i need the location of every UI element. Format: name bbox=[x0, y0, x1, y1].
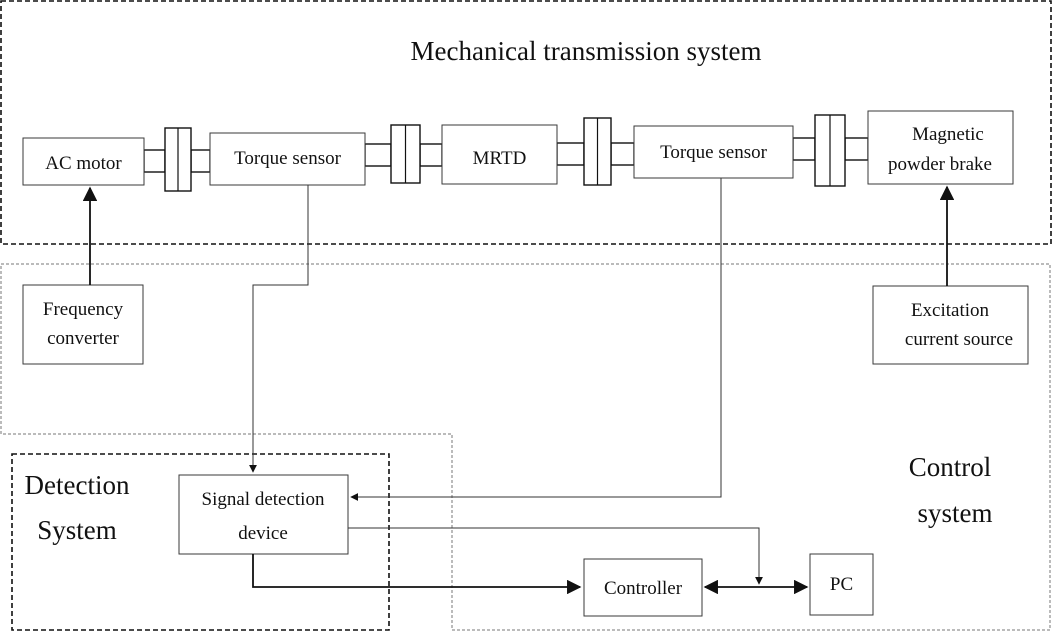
mrtd-box bbox=[441, 124, 558, 185]
brake-label-line1: Magnetic bbox=[912, 124, 984, 145]
detection-system-region bbox=[11, 453, 390, 631]
coupling-2 bbox=[390, 124, 421, 184]
ac-motor-label: AC motor bbox=[45, 153, 122, 174]
coupling-1 bbox=[164, 127, 192, 192]
pc-box bbox=[809, 553, 874, 616]
excitation-current-source-box bbox=[872, 285, 1029, 365]
frequency-converter-box bbox=[22, 284, 144, 365]
control-system-region bbox=[0, 263, 1051, 631]
mrtd-label: MRTD bbox=[473, 148, 527, 169]
control-system-title-line1: Control bbox=[909, 452, 992, 482]
mechanical-system-region bbox=[0, 0, 1052, 245]
brake-label-line2: powder brake bbox=[888, 154, 992, 175]
ac-motor-box bbox=[22, 137, 145, 186]
detection-system-title-line1: Detection bbox=[25, 470, 130, 500]
pc-label: PC bbox=[830, 574, 853, 595]
signal-detection-line2: device bbox=[238, 523, 288, 544]
controller-box bbox=[583, 558, 703, 617]
signal-detection-device-box bbox=[178, 474, 349, 555]
excitation-line2: current source bbox=[905, 329, 1013, 350]
detection-system-title-line2: System bbox=[37, 515, 117, 545]
torque-sensor-2-box bbox=[633, 125, 794, 179]
wire-torque1-to-detection bbox=[249, 185, 309, 473]
wire-detection-to-bus bbox=[348, 527, 763, 585]
torque-sensor-2-label: Torque sensor bbox=[660, 142, 768, 163]
coupling-4 bbox=[814, 114, 846, 187]
wire-torque2-to-detection bbox=[350, 178, 722, 501]
excitation-line1: Excitation bbox=[911, 300, 990, 321]
frequency-converter-line2: converter bbox=[47, 328, 119, 349]
frequency-converter-line1: Frequency bbox=[43, 299, 124, 320]
torque-sensor-1-box bbox=[209, 132, 366, 186]
coupling-3 bbox=[583, 117, 612, 186]
control-system-title-line2: system bbox=[917, 498, 992, 528]
mechanical-system-title: Mechanical transmission system bbox=[411, 36, 762, 66]
torque-sensor-1-label: Torque sensor bbox=[234, 148, 342, 169]
magnetic-powder-brake-box bbox=[867, 110, 1014, 185]
signal-detection-line1: Signal detection bbox=[202, 489, 325, 510]
controller-label: Controller bbox=[604, 578, 683, 599]
arrow-detection-to-controller bbox=[252, 554, 582, 595]
